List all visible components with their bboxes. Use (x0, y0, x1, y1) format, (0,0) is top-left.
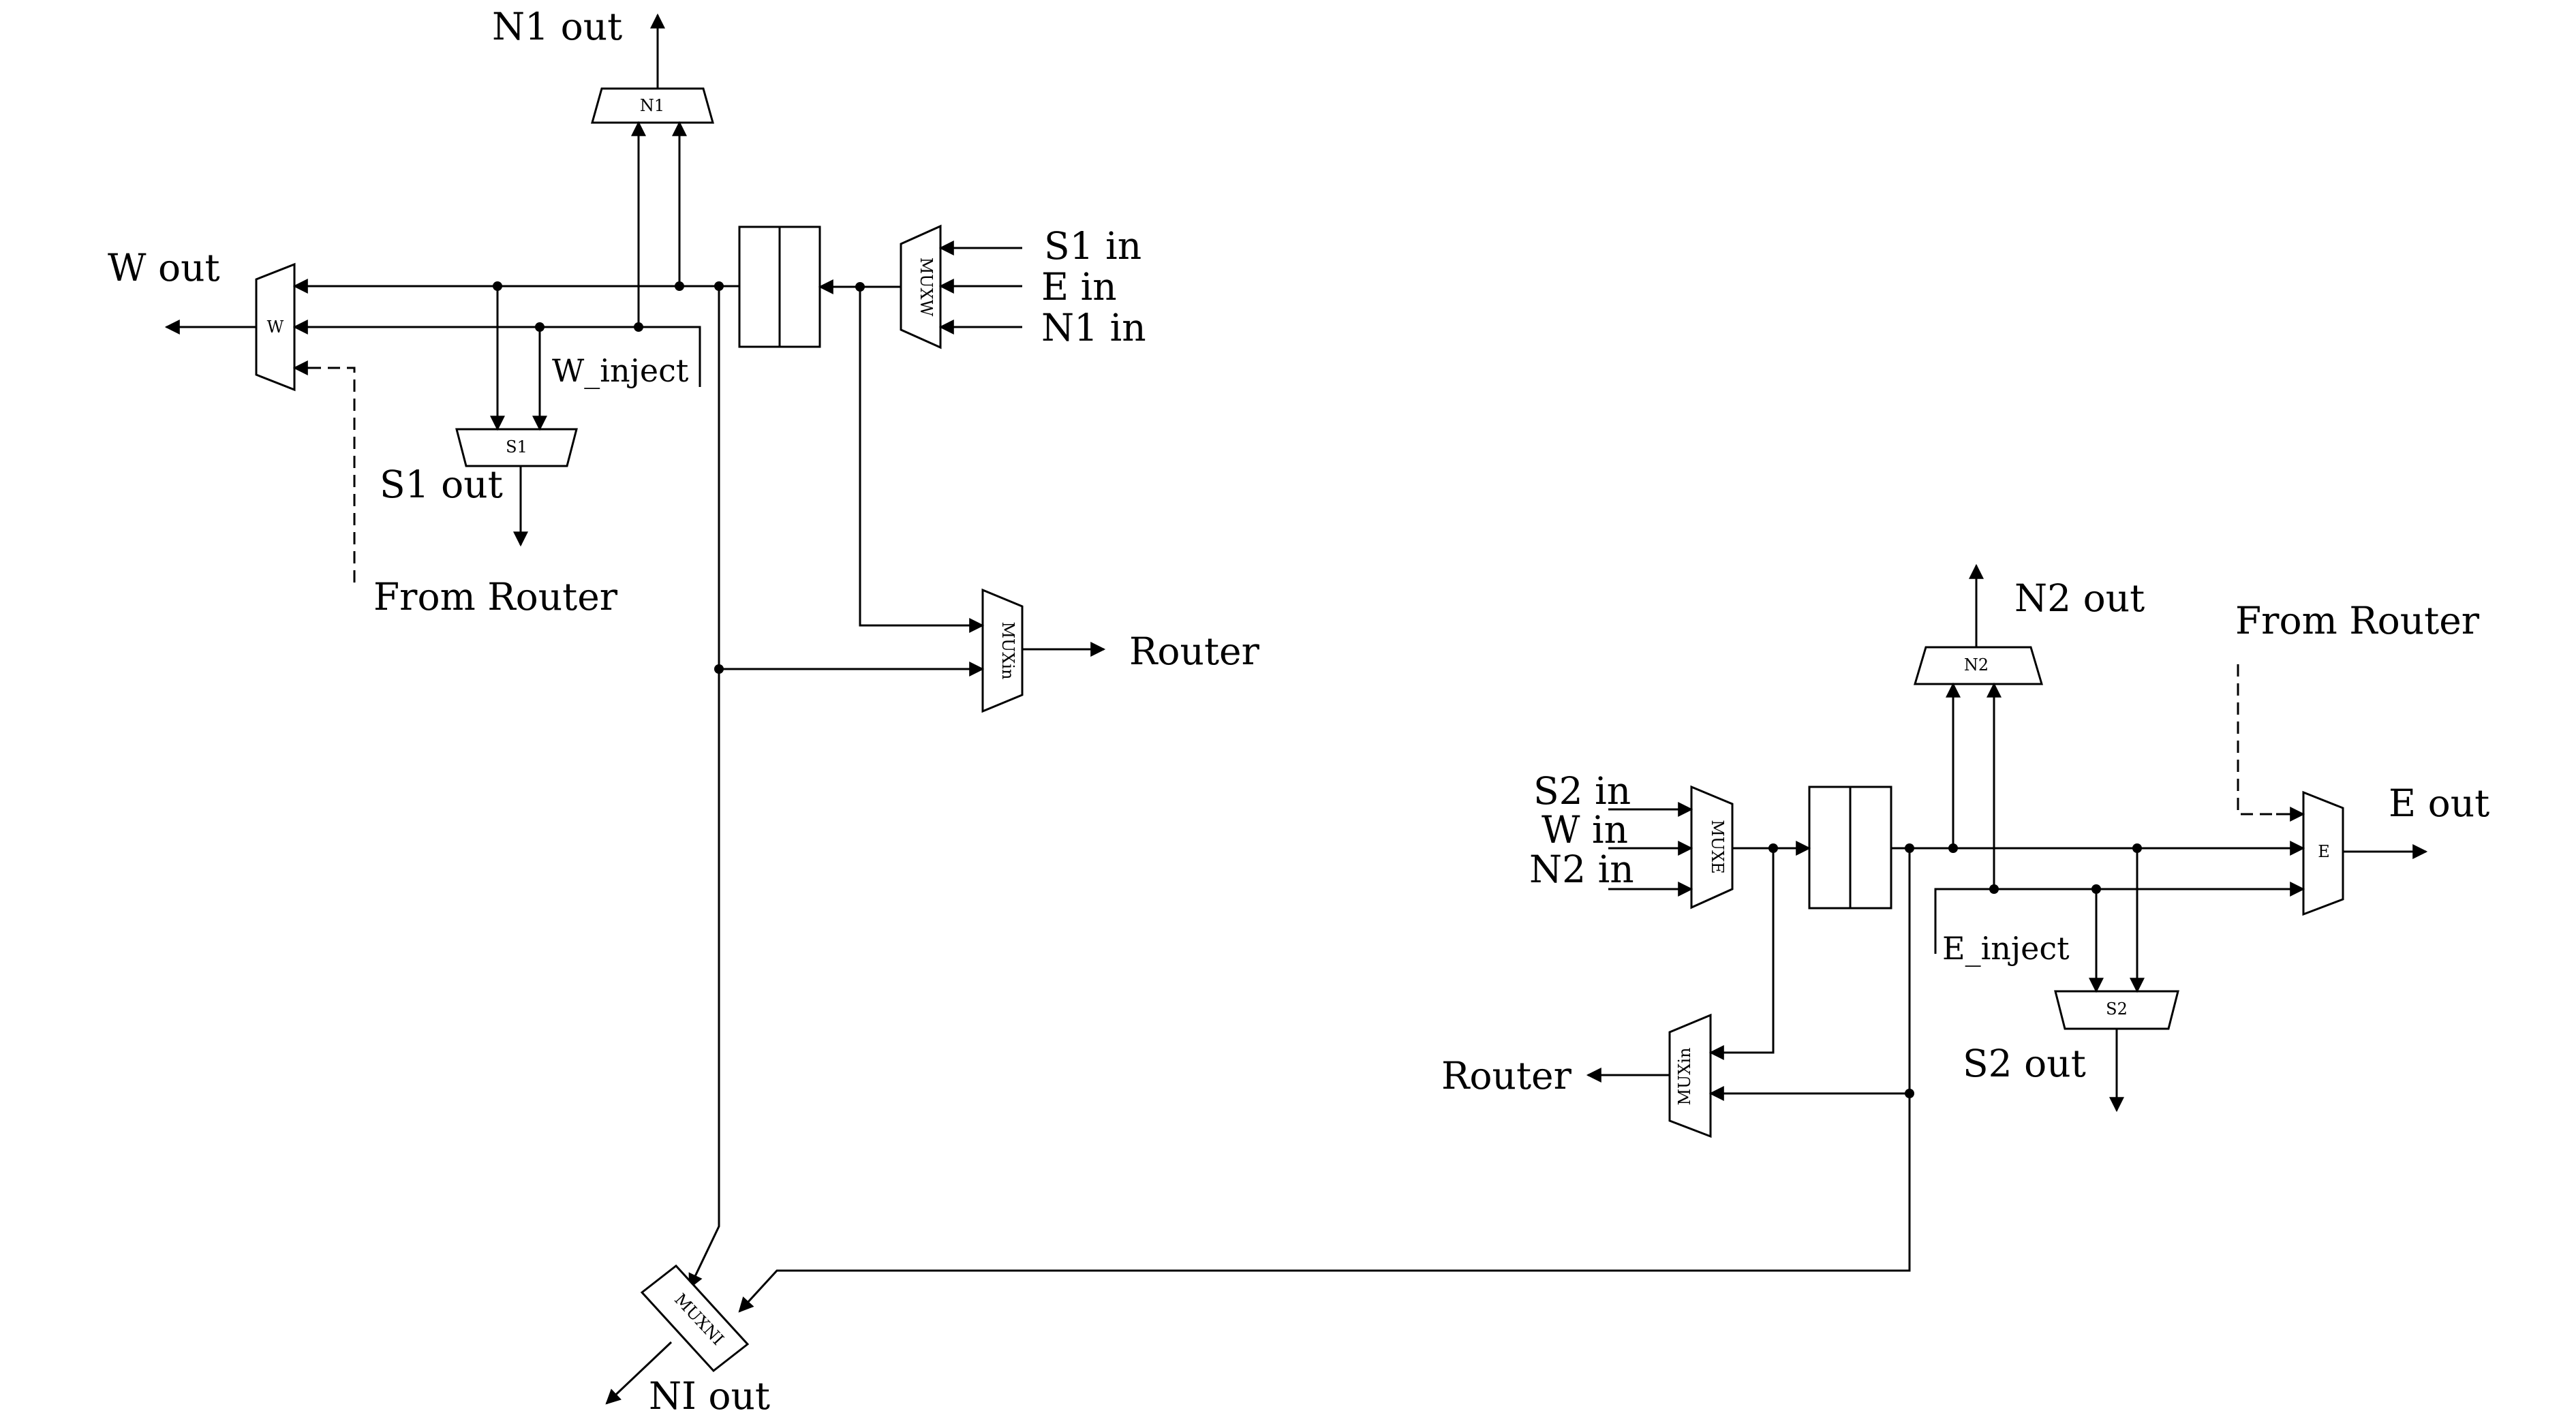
s1-mux-label: S1 (506, 437, 527, 456)
w-mux: W (255, 262, 296, 392)
right-router: N2 N2 out E E out S2 S2 out MUXE S2 in W… (738, 563, 2489, 1313)
ni-out-label: NI out (649, 1374, 770, 1413)
right-muxin: MUXin (1668, 1013, 1712, 1138)
n1-in-label: N1 in (1041, 306, 1146, 350)
s1-out-label: S1 out (380, 463, 503, 506)
right-muxin-label: MUXin (1675, 1047, 1694, 1105)
muxe-to-muxin-wire (1708, 848, 1775, 1060)
from-router-dashed-wire-right (2237, 664, 2283, 816)
w-mux-label: W (267, 317, 284, 337)
from-router-label-right: From Router (2235, 599, 2480, 642)
w-inject-label: W_inject (552, 352, 689, 389)
s2-out-label: S2 out (1963, 1042, 2086, 1085)
s2-in-label: S2 in (1533, 769, 1631, 813)
muxe-label: MUXE (1708, 820, 1727, 873)
n1-out-label: N1 out (492, 5, 622, 48)
w-out-label: W out (108, 246, 220, 290)
e-mux-label: E (2318, 842, 2330, 861)
muxw-label: MUXW (917, 258, 936, 317)
e-inject-wire (1934, 882, 2305, 954)
e-mux: E (2302, 790, 2344, 916)
s1-mux: S1 (455, 428, 578, 467)
n1-mux-label: N1 (640, 96, 664, 115)
n2-mux: N2 (1913, 646, 2044, 685)
muxw-mux: MUXW (900, 224, 942, 350)
right-buffer (1808, 786, 1892, 910)
w-inject-wire (292, 320, 701, 387)
right-router-label: Router (1441, 1054, 1572, 1098)
right-to-muxni-wire (738, 848, 1911, 1313)
left-muxin: MUXin (981, 588, 1024, 713)
e-out-label: E out (2389, 781, 2489, 825)
muxw-to-muxin-wire (859, 287, 985, 633)
n2-in-label: N2 in (1529, 848, 1634, 891)
left-router: N1 N1 out W W out S1 S1 out MUXW (108, 5, 1260, 1289)
s2-mux: S2 (2054, 990, 2179, 1030)
from-router-label-left: From Router (373, 575, 618, 619)
left-muxin-label: MUXin (998, 621, 1017, 679)
s1-in-label: S1 in (1044, 224, 1141, 268)
s2-mux-label: S2 (2106, 999, 2128, 1019)
e-in-label: E in (1041, 265, 1117, 309)
ni-out-arrow (605, 1341, 673, 1405)
w-in-label: W in (1542, 808, 1628, 852)
e-inject-label: E_inject (1942, 930, 2070, 967)
n2-out-label: N2 out (2014, 576, 2145, 620)
from-router-dashed-wire (294, 367, 356, 583)
muxe-mux: MUXE (1690, 785, 1734, 910)
left-buffer (738, 226, 821, 348)
left-router-label: Router (1129, 630, 1260, 673)
n2-mux-label: N2 (1964, 655, 1989, 674)
left-to-muxni-wire (688, 286, 720, 1289)
n1-mux: N1 (591, 87, 714, 124)
